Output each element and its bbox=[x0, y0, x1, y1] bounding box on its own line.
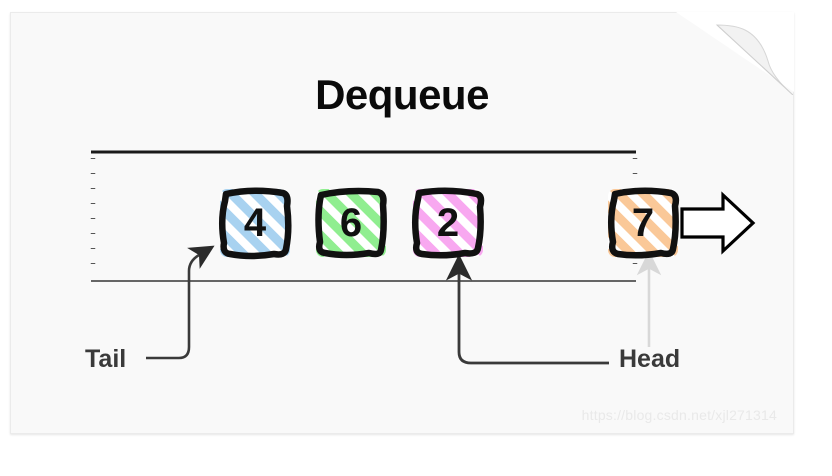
queue-item-3[interactable]: 7 bbox=[605, 186, 681, 260]
queue-item-1-outline bbox=[315, 187, 387, 259]
queue-item-0[interactable]: 4 bbox=[217, 186, 293, 260]
paper-card: Dequeue bbox=[10, 12, 794, 434]
queue-item-1-value: 6 bbox=[339, 201, 363, 245]
queue-item-0-fill bbox=[220, 189, 290, 257]
head-label: Head bbox=[619, 345, 681, 373]
queue-item-0-outline bbox=[219, 187, 292, 260]
queue-item-3-value: 7 bbox=[631, 201, 655, 245]
queue-item-3-fill bbox=[608, 189, 678, 257]
queue-item-2-outline bbox=[412, 187, 485, 259]
queue-item-1-fill bbox=[316, 189, 386, 257]
queue-item-3-outline bbox=[608, 187, 680, 259]
page-title: Dequeue bbox=[315, 71, 489, 118]
queue-item-1[interactable]: 6 bbox=[313, 186, 389, 260]
queue-item-2[interactable]: 2 bbox=[410, 186, 486, 260]
tail-label: Tail bbox=[85, 345, 127, 373]
tail-connector bbox=[146, 245, 215, 360]
queue-item-2-fill bbox=[413, 189, 483, 257]
queue-boundary-rails bbox=[90, 150, 638, 282]
dequeue-exit-arrow bbox=[680, 191, 756, 255]
queue-diagram bbox=[90, 150, 756, 365]
queue-item-2-value: 2 bbox=[436, 201, 460, 245]
head-connector-active bbox=[445, 254, 609, 365]
watermark-text: https://blog.csdn.net/xjl271314 bbox=[581, 407, 777, 423]
queue-item-0-value: 4 bbox=[243, 201, 267, 245]
